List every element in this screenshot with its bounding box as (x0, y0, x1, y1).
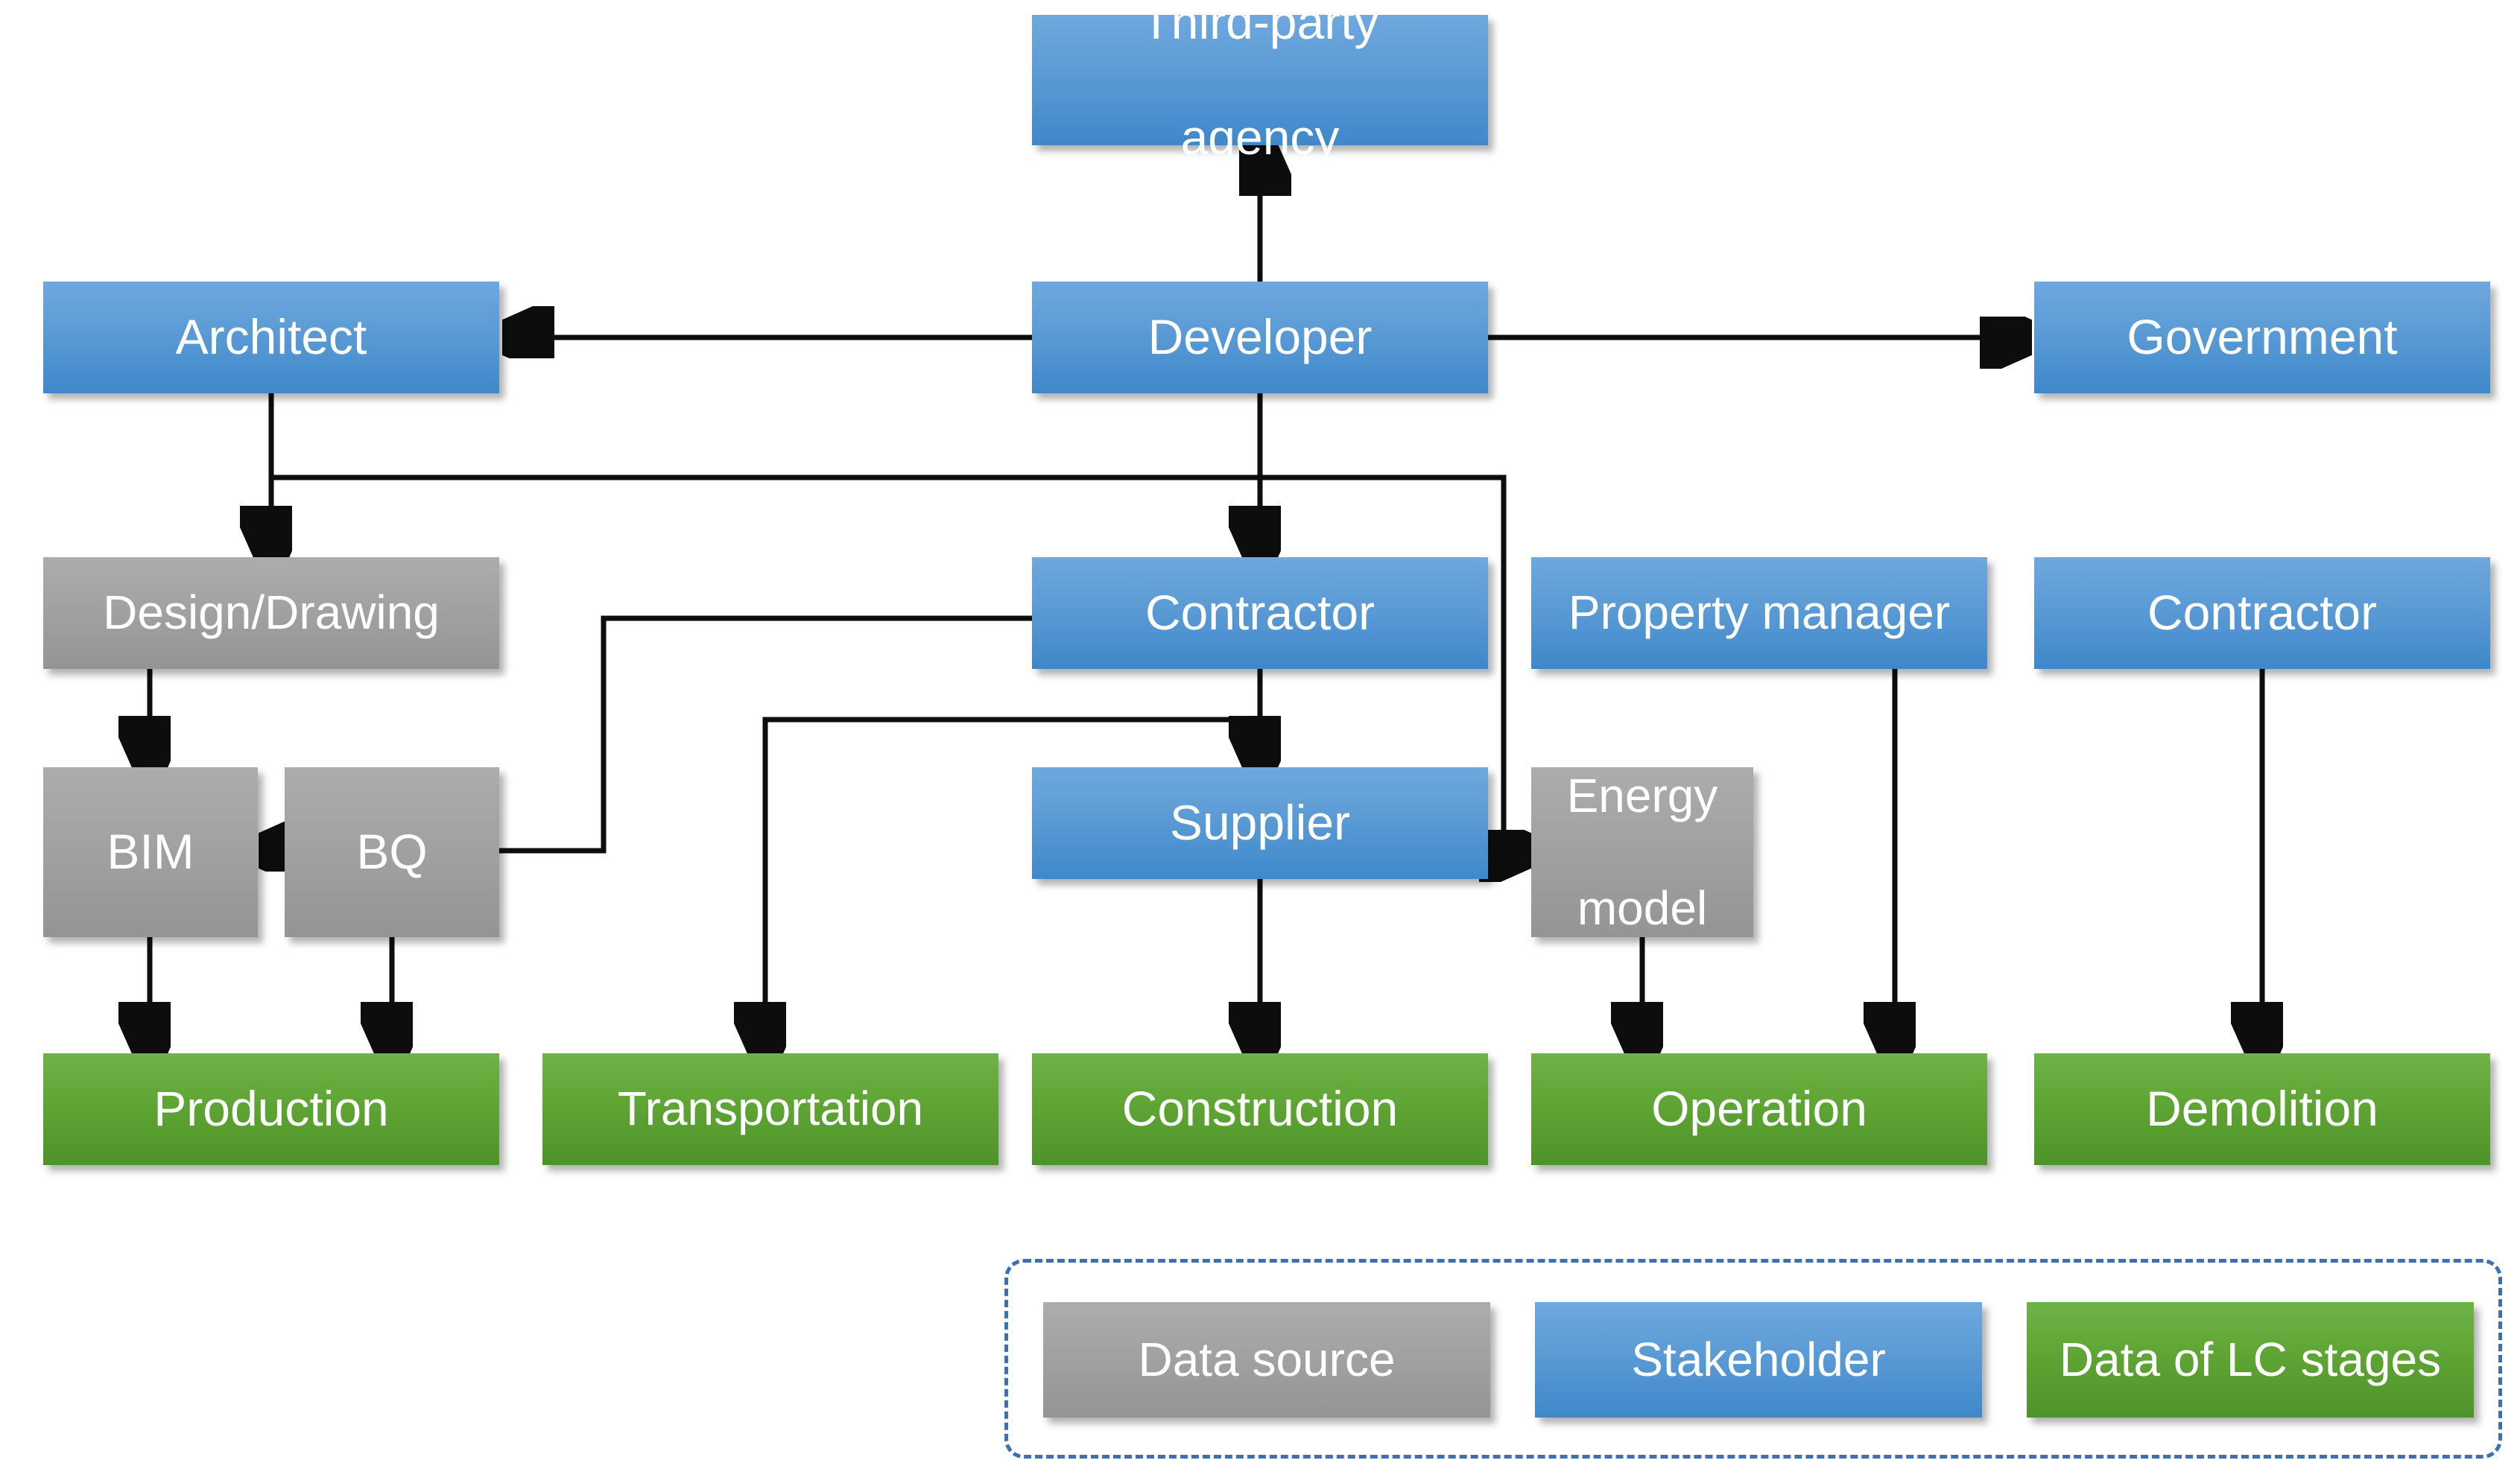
node-contractor-construction[interactable]: Contractor (1032, 557, 1488, 669)
node-label-line1: Third-party (1141, 0, 1379, 49)
node-government[interactable]: Government (2034, 282, 2490, 393)
legend-item-data-of-lc-stages[interactable]: Data of LC stages (2027, 1302, 2474, 1418)
node-bq[interactable]: BQ (285, 767, 499, 937)
legend-item-stakeholder[interactable]: Stakeholder (1535, 1302, 1982, 1418)
node-label: Contractor (1145, 585, 1375, 641)
node-production[interactable]: Production (43, 1053, 499, 1165)
node-label: Transportation (617, 1082, 924, 1136)
node-label: Contractor (2147, 585, 2378, 641)
legend-label: Data source (1138, 1332, 1396, 1386)
node-label-line1: Energy (1566, 768, 1718, 822)
node-label-line2: agency (1180, 110, 1340, 165)
node-label: Property manager (1568, 586, 1951, 640)
node-label: Design/Drawing (103, 586, 440, 640)
node-label: BQ (356, 824, 428, 880)
node-bim[interactable]: BIM (43, 767, 258, 937)
node-label: Demolition (2146, 1081, 2378, 1137)
legend-label: Stakeholder (1631, 1332, 1886, 1386)
node-developer[interactable]: Developer (1032, 282, 1488, 393)
legend-frame (1004, 1259, 2502, 1459)
node-energy-model[interactable]: Energy model (1531, 767, 1753, 937)
node-supplier[interactable]: Supplier (1032, 767, 1488, 879)
node-transportation[interactable]: Transportation (542, 1053, 998, 1165)
legend-item-data-source[interactable]: Data source (1043, 1302, 1490, 1418)
node-construction[interactable]: Construction (1032, 1053, 1488, 1165)
node-third-party-agency[interactable]: Third-party agency (1032, 0, 1488, 165)
node-contractor-demolition[interactable]: Contractor (2034, 557, 2490, 669)
node-design-drawing[interactable]: Design/Drawing (43, 557, 499, 669)
node-label: Operation (1651, 1081, 1867, 1137)
node-label: Architect (175, 309, 367, 365)
node-label: Supplier (1169, 795, 1351, 851)
node-label: Production (153, 1081, 389, 1137)
node-label: Construction (1121, 1081, 1399, 1137)
node-demolition[interactable]: Demolition (2034, 1053, 2490, 1165)
node-label-line2: model (1577, 880, 1708, 935)
legend-label: Data of LC stages (2059, 1332, 2442, 1386)
node-operation[interactable]: Operation (1531, 1053, 1987, 1165)
node-property-manager[interactable]: Property manager (1531, 557, 1987, 669)
node-label: Government (2127, 309, 2398, 365)
node-label: Developer (1147, 309, 1373, 365)
node-label: BIM (107, 824, 194, 880)
node-architect[interactable]: Architect (43, 282, 499, 393)
